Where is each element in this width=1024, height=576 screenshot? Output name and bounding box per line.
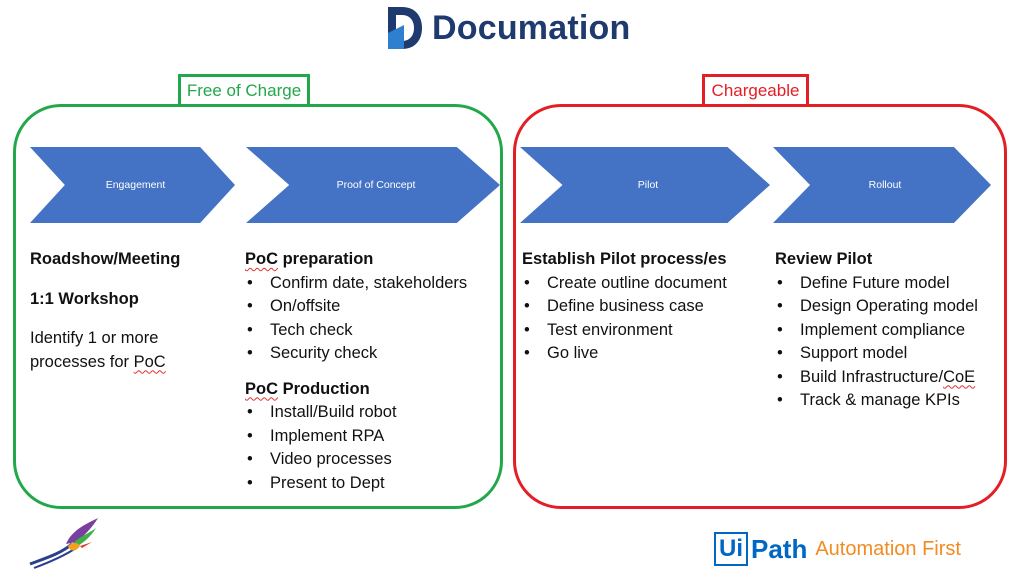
stage-pilot-label: Pilot [637, 179, 659, 191]
identify-poc-term: PoC [133, 352, 166, 371]
poc-prep-item: Security check [245, 342, 495, 366]
automation-first-text: Automation First [815, 537, 961, 560]
documation-mark-icon [388, 7, 422, 49]
rollout-item: Track & manage KPIs [775, 389, 1000, 413]
poc-prep-item: Tech check [245, 319, 495, 343]
pilot-item: Test environment [522, 319, 767, 343]
rollout-item: Define Future model [775, 272, 1000, 296]
poc-column: PoC preparation Confirm date, stakeholde… [245, 248, 495, 495]
pilot-column: Establish Pilot process/es Create outlin… [522, 248, 767, 366]
stage-engagement-label: Engagement [105, 179, 166, 191]
roadshow-heading: Roadshow/Meeting [30, 250, 181, 268]
pilot-list: Create outline document Define business … [522, 272, 767, 366]
rollout-item: Implement compliance [775, 319, 1000, 343]
poc-prep-item: On/offsite [245, 295, 495, 319]
identify-line-2-text: processes for [30, 352, 134, 371]
free-of-charge-label: Free of Charge [178, 74, 310, 107]
poc-production-term: PoC [245, 379, 278, 398]
documation-wordmark: Documation [432, 8, 631, 47]
poc-preparation-term: PoC [245, 250, 278, 268]
identify-line-1: Identify 1 or more [30, 329, 159, 347]
poc-prod-item: Present to Dept [245, 472, 495, 496]
rollout-column: Review Pilot Define Future model Design … [775, 248, 1000, 413]
poc-preparation-rest: preparation [278, 250, 374, 268]
poc-prep-item: Confirm date, stakeholders [245, 272, 495, 296]
poc-prod-item: Install/Build robot [245, 401, 495, 425]
poc-preparation-list: Confirm date, stakeholders On/offsite Te… [245, 272, 495, 366]
pilot-heading: Establish Pilot process/es [522, 250, 727, 268]
uipath-ui-mark: Ui [714, 532, 748, 566]
rollout-heading: Review Pilot [775, 250, 873, 268]
uipath-logo: Ui Path Automation First [714, 532, 961, 566]
pilot-item: Define business case [522, 295, 767, 319]
poc-production-heading: PoC Production [245, 378, 495, 402]
rollout-item: Build Infrastructure/CoE [775, 366, 1000, 390]
poc-production-rest: Production [278, 379, 370, 398]
rollout-item: Support model [775, 342, 1000, 366]
documation-logo: Documation [384, 5, 630, 51]
chargeable-label: Chargeable [702, 74, 809, 107]
stage-poc-label: Proof of Concept [336, 179, 416, 191]
identify-line-2: processes for PoC [30, 351, 235, 375]
identify-text: Identify 1 or more processes for PoC [30, 327, 235, 374]
hummingbird-logo-icon [29, 518, 98, 569]
rollout-item: Design Operating model [775, 295, 1000, 319]
uipath-path-text: Path [751, 533, 808, 564]
rollout-item-text: Build Infrastructure/ [800, 367, 944, 386]
pilot-item: Create outline document [522, 272, 767, 296]
stage-rollout-label: Rollout [868, 179, 902, 191]
rollout-list: Define Future model Design Operating mod… [775, 272, 1000, 413]
engagement-column: Roadshow/Meeting 1:1 Workshop Identify 1… [30, 248, 235, 374]
poc-production-list: Install/Build robot Implement RPA Video … [245, 401, 495, 495]
coe-term: CoE [943, 367, 976, 386]
poc-prod-item: Video processes [245, 448, 495, 472]
pilot-item: Go live [522, 342, 767, 366]
poc-preparation-heading: PoC preparation [245, 248, 495, 272]
workshop-heading: 1:1 Workshop [30, 289, 139, 308]
poc-prod-item: Implement RPA [245, 425, 495, 449]
